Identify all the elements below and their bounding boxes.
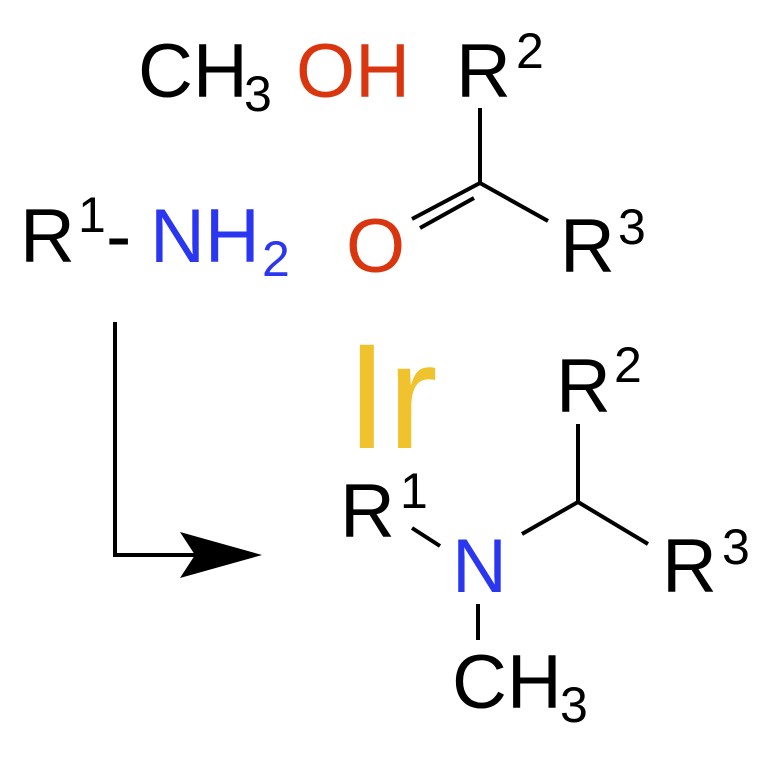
bond-c-o-double-outer — [411, 181, 481, 221]
product-structure: R 1 N R 2 R 3 CH 3 — [340, 337, 750, 733]
bond-r1-n — [410, 526, 442, 548]
ketone-r2-superscript: 2 — [516, 23, 544, 79]
amine-r-label: R — [20, 194, 75, 279]
product-methyl-subscript: 3 — [560, 677, 588, 733]
bond-c-o-double-inner — [419, 196, 475, 230]
product-methyl-label: CH — [452, 640, 562, 725]
methanol-formula: CH 3 OH — [138, 29, 410, 122]
product-r2-label: R — [556, 344, 611, 429]
methanol-subscript: 3 — [244, 66, 272, 122]
ketone-oxygen-label: O — [346, 204, 405, 289]
bond-ch-r3 — [576, 500, 650, 546]
ketone-r3-label: R — [560, 204, 615, 289]
bond-c-r3 — [479, 181, 549, 223]
ketone-r2-label: R — [456, 29, 511, 114]
product-r2-superscript: 2 — [614, 337, 642, 393]
product-r3-superscript: 3 — [722, 519, 750, 575]
methanol-ch-label: CH — [138, 29, 248, 114]
iridium-catalyst-label: Ir — [346, 312, 438, 480]
arrow-shaft — [113, 322, 200, 557]
amine-dash: - — [106, 194, 131, 279]
bond-n-ch — [521, 500, 579, 536]
product-r1-label: R — [340, 469, 395, 554]
reaction-arrow — [113, 322, 262, 578]
ketone-r3-superscript: 3 — [618, 199, 646, 255]
amine-formula: R 1 - NH 2 — [20, 187, 290, 287]
amine-nh-label: NH — [150, 194, 260, 279]
arrowhead-icon — [180, 532, 262, 578]
ketone-structure: R 2 R 3 O — [346, 23, 646, 289]
methanol-oh-label: OH — [296, 29, 410, 114]
product-r1-superscript: 1 — [400, 463, 428, 519]
product-r3-label: R — [662, 524, 717, 609]
product-nitrogen-label: N — [452, 524, 507, 609]
amine-r-superscript: 1 — [78, 187, 106, 243]
amine-subscript: 2 — [262, 231, 290, 287]
